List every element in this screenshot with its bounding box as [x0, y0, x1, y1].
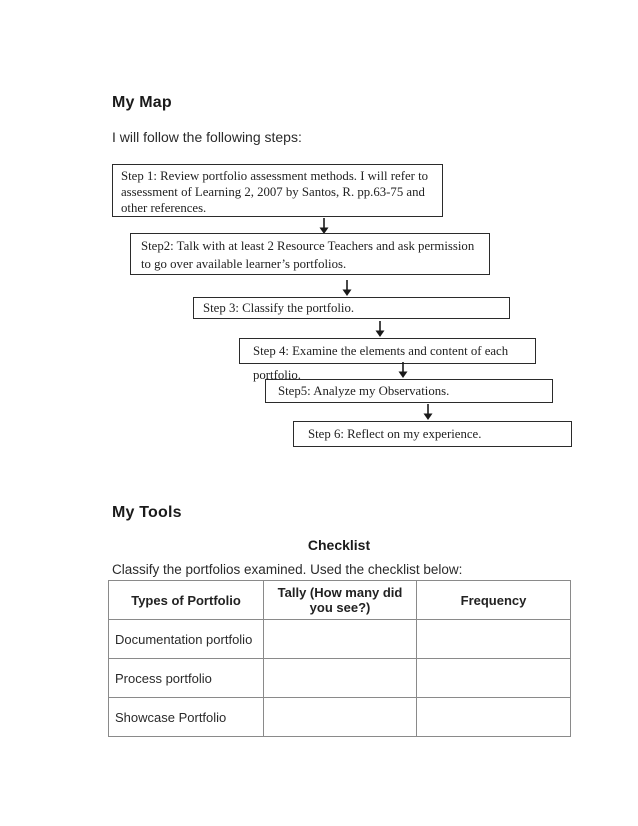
my-tools-heading: My Tools: [112, 504, 182, 521]
down-arrow-icon: [423, 404, 433, 420]
flowchart-step-5: Step5: Analyze my Observations.: [265, 379, 553, 403]
column-header-frequency: Frequency: [416, 580, 571, 620]
down-arrow-icon: [342, 280, 352, 296]
portfolio-type-cell: Process portfolio: [108, 658, 264, 698]
column-header-types: Types of Portfolio: [108, 580, 264, 620]
table-row: Showcase Portfolio: [108, 697, 571, 737]
down-arrow-icon: [375, 321, 385, 337]
portfolio-type-cell: Showcase Portfolio: [108, 697, 264, 737]
down-arrow-icon: [319, 218, 329, 234]
flowchart-step-1: Step 1: Review portfolio assessment meth…: [112, 164, 443, 217]
down-arrow-icon: [398, 362, 408, 378]
flowchart-step-6: Step 6: Reflect on my experience.: [293, 421, 572, 447]
flowchart-step-3: Step 3: Classify the portfolio.: [193, 297, 510, 319]
tally-cell: [263, 697, 417, 737]
tally-cell: [263, 619, 417, 659]
portfolio-type-cell: Documentation portfolio: [108, 619, 264, 659]
flowchart-step-4: Step 4: Examine the elements and content…: [239, 338, 536, 382]
table-row: Process portfolio: [108, 658, 571, 698]
my-map-heading: My Map: [112, 94, 172, 111]
table-header-row: Types of Portfolio Tally (How many did y…: [108, 580, 571, 620]
frequency-cell: [416, 658, 571, 698]
column-header-tally: Tally (How many did you see?): [263, 580, 417, 620]
table-row: Documentation portfolio: [108, 619, 571, 659]
flowchart-step-2: Step2: Talk with at least 2 Resource Tea…: [130, 233, 490, 275]
checklist-table: Types of Portfolio Tally (How many did y…: [108, 580, 571, 737]
checklist-instruction: Classify the portfolios examined. Used t…: [112, 562, 463, 577]
map-intro-text: I will follow the following steps:: [112, 129, 302, 145]
checklist-subheading: Checklist: [307, 537, 371, 553]
frequency-cell: [416, 619, 571, 659]
frequency-cell: [416, 697, 571, 737]
tally-cell: [263, 658, 417, 698]
